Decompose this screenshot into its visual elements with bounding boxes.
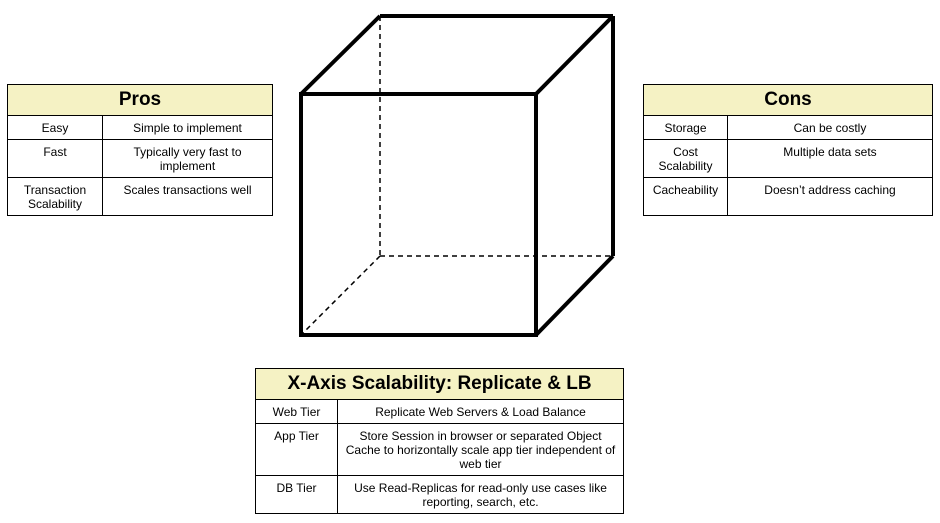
pros-table: Pros Easy Simple to implement Fast Typic… (7, 84, 273, 216)
cons-row-value: Doesn’t address caching (727, 177, 933, 216)
pros-row-value: Simple to implement (102, 115, 273, 140)
cube-edge-top-right (534, 14, 615, 96)
cons-row-label: Cacheability (643, 177, 728, 216)
x-axis-table: X-Axis Scalability: Replicate & LB Web T… (255, 368, 624, 514)
x-axis-row-value: Store Session in browser or separated Ob… (337, 423, 624, 476)
cube-front-face (299, 92, 538, 337)
pros-row-value: Scales transactions well (102, 177, 273, 216)
cons-row-value: Multiple data sets (727, 139, 933, 178)
cube-edge-top-left (299, 14, 382, 96)
pros-row-label: Transaction Scalability (7, 177, 103, 216)
x-axis-row-label: Web Tier (255, 399, 338, 424)
cube-hidden-edge-diagonal (300, 255, 381, 336)
x-axis-row-label: DB Tier (255, 475, 338, 514)
x-axis-row-value: Use Read-Replicas for read-only use case… (337, 475, 624, 514)
cube-edge-bottom-right (534, 254, 615, 337)
pros-row-label: Easy (7, 115, 103, 140)
pros-row-value: Typically very fast to implement (102, 139, 273, 178)
cons-title: Cons (643, 84, 933, 116)
x-axis-row-value: Replicate Web Servers & Load Balance (337, 399, 624, 424)
cons-row-label: Storage (643, 115, 728, 140)
pros-row-label: Fast (7, 139, 103, 178)
cons-row-value: Can be costly (727, 115, 933, 140)
pros-title: Pros (7, 84, 273, 116)
cons-table: Cons Storage Can be costly Cost Scalabil… (643, 84, 933, 216)
cons-row-label: Cost Scalability (643, 139, 728, 178)
x-axis-row-label: App Tier (255, 423, 338, 476)
x-axis-title: X-Axis Scalability: Replicate & LB (255, 368, 624, 400)
